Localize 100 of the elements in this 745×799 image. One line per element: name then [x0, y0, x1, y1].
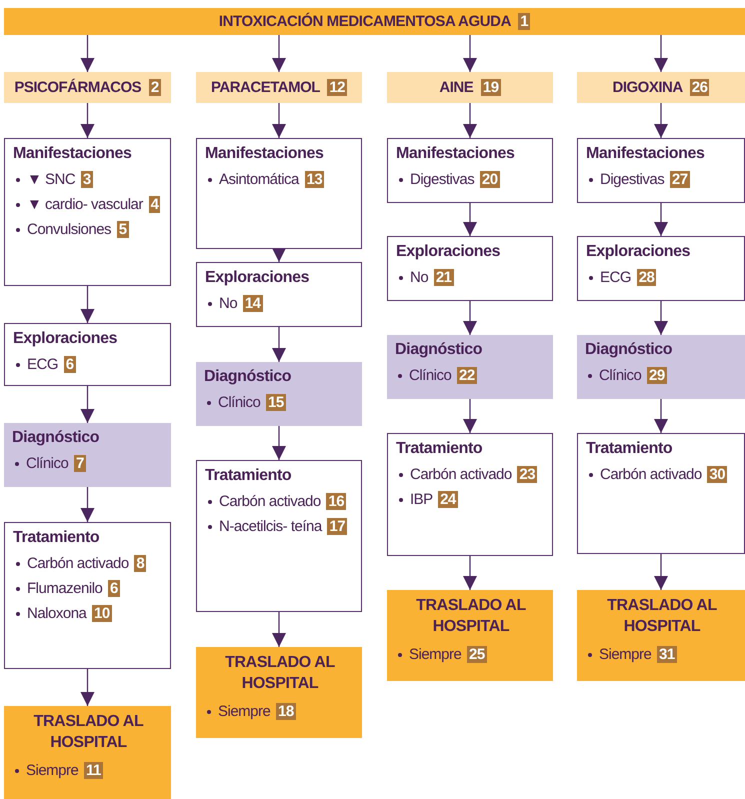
diagnosis-box: [577, 335, 745, 399]
step-box: [577, 138, 745, 203]
category-header: [387, 72, 553, 103]
category-header: [577, 72, 745, 103]
heading-text: PSICOFÁRMACOS 2: [14, 79, 161, 96]
arrow: [272, 248, 286, 262]
arrow: [463, 556, 477, 590]
arrow: [80, 103, 94, 138]
section-heading: Exploraciones: [396, 243, 500, 261]
arrow: [80, 669, 94, 706]
heading-text: AINE 19: [439, 79, 501, 96]
list-item: Carbón activado 8: [13, 551, 146, 576]
arrow: [654, 35, 668, 72]
list-item: Carbón activado 16: [205, 489, 346, 514]
list-item: Siempre 31: [585, 642, 677, 667]
section-heading: Manifestaciones: [205, 145, 324, 163]
step-box: [4, 323, 171, 386]
list-item: No 14: [205, 291, 263, 316]
list-item: N-acetilcis- teína 17: [205, 514, 348, 539]
step-box: [196, 460, 362, 612]
list-item: ECG 6: [13, 352, 76, 377]
arrow: [463, 103, 477, 138]
category-header: [4, 72, 171, 103]
transfer-box: [577, 590, 745, 681]
transfer-box: [4, 706, 171, 799]
diagnosis-box: [387, 335, 553, 399]
heading-text: INTOXICACIÓN MEDICAMENTOSA AGUDA 1: [218, 13, 530, 30]
arrow: [463, 301, 477, 335]
list-item: No 21: [396, 265, 454, 290]
list-item: Clínico 22: [395, 363, 477, 388]
step-box: [387, 138, 553, 203]
arrow: [272, 35, 286, 72]
arrow: [272, 327, 286, 362]
heading-text: DIGOXINA 26: [612, 79, 710, 96]
section-heading: Diagnóstico: [204, 368, 292, 386]
arrow: [272, 103, 286, 138]
step-box: [4, 138, 171, 286]
arrow: [80, 286, 94, 323]
list-item: Asintomática 13: [205, 167, 324, 192]
section-heading: Manifestaciones: [13, 145, 132, 163]
category-header: [196, 72, 362, 103]
arrow: [80, 386, 94, 423]
section-heading: Manifestaciones: [586, 145, 704, 163]
transfer-box: [196, 647, 362, 738]
transfer-box: [387, 590, 553, 681]
list-item: Convulsiones 5: [13, 217, 129, 242]
step-box: [4, 522, 171, 669]
arrow: [272, 426, 286, 460]
section-heading: Diagnóstico: [395, 341, 482, 359]
section-heading: Manifestaciones: [396, 145, 514, 163]
list-item: Carbón activado 30: [586, 462, 728, 487]
section-heading: Diagnóstico: [12, 429, 100, 447]
list-item: Siempre 25: [395, 642, 487, 667]
list-item: Siempre 18: [204, 698, 296, 724]
list-item: ▼ cardio- vascular 4: [13, 192, 160, 217]
section-heading: TRASLADO AL HOSPITAL: [32, 712, 144, 753]
arrow: [80, 35, 94, 72]
title-bar: [4, 8, 745, 35]
list-item: Carbón activado 23: [396, 462, 538, 487]
step-box: [196, 262, 362, 327]
diagnosis-box: [4, 423, 171, 487]
arrow: [654, 554, 668, 590]
section-heading: Exploraciones: [13, 330, 118, 348]
arrow: [463, 399, 477, 433]
list-item: Naloxona 10: [13, 601, 112, 626]
step-box: [387, 433, 553, 556]
arrow: [654, 399, 668, 433]
step-box: [387, 236, 553, 301]
list-item: ECG 28: [586, 265, 656, 290]
arrow: [654, 203, 668, 236]
list-item: Clínico 7: [12, 451, 86, 476]
list-item: Siempre 11: [12, 758, 103, 783]
section-heading: Tratamiento: [586, 440, 672, 458]
section-heading: Tratamiento: [396, 440, 482, 458]
section-heading: TRASLADO AL HOSPITAL: [606, 596, 718, 637]
step-box: [577, 236, 745, 301]
arrow: [463, 35, 477, 72]
arrow: [272, 612, 286, 647]
arrow: [80, 487, 94, 522]
heading-text: PARACETAMOL 12: [210, 79, 348, 96]
arrow: [463, 203, 477, 236]
list-item: Flumazenilo 6: [13, 576, 120, 601]
section-heading: Exploraciones: [205, 269, 310, 287]
list-item: Digestivas 27: [586, 167, 690, 192]
step-box: [577, 433, 745, 554]
section-heading: Tratamiento: [13, 529, 100, 547]
list-item: Clínico 29: [585, 363, 667, 388]
list-item: Clínico 15: [204, 390, 286, 415]
list-item: ▼ SNC 3: [13, 167, 93, 192]
section-heading: TRASLADO AL HOSPITAL: [224, 653, 336, 694]
list-item: IBP 24: [396, 487, 458, 512]
arrow: [654, 301, 668, 335]
section-heading: Tratamiento: [205, 467, 292, 485]
section-heading: Exploraciones: [586, 243, 690, 261]
diagnosis-box: [196, 362, 362, 426]
section-heading: Diagnóstico: [585, 341, 672, 359]
list-item: Digestivas 20: [396, 167, 500, 192]
step-box: [196, 138, 362, 249]
section-heading: TRASLADO AL HOSPITAL: [415, 596, 527, 637]
arrow: [654, 103, 668, 138]
